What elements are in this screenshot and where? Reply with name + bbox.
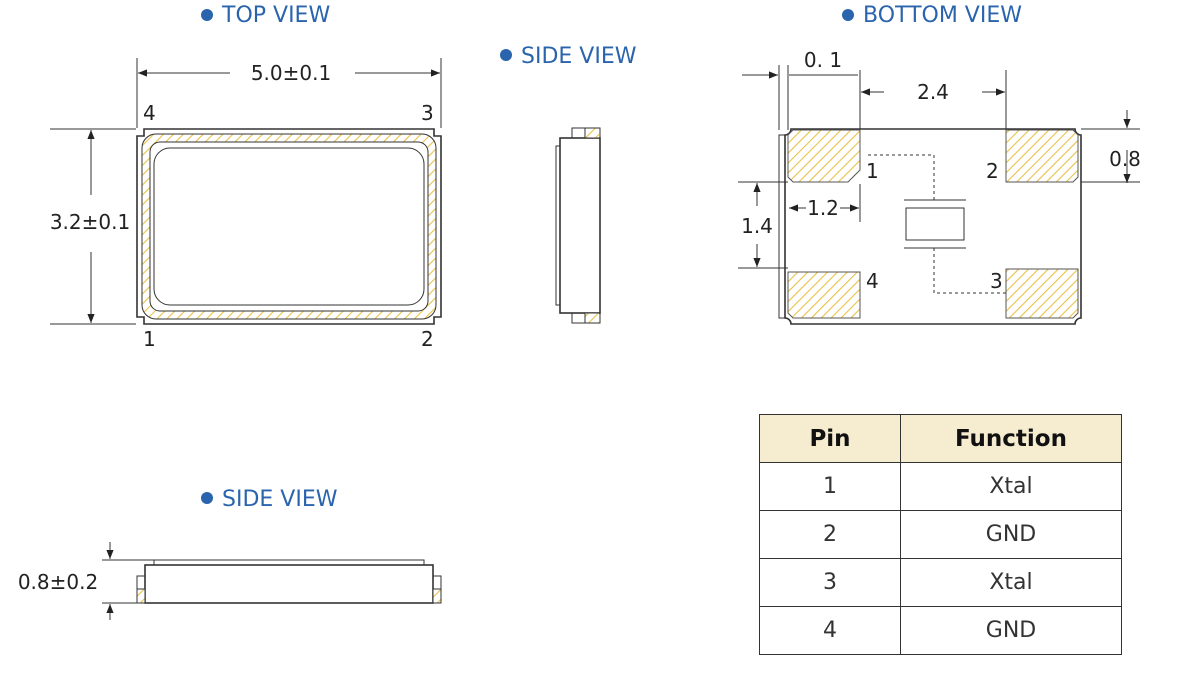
bottom-view-title: BOTTOM VIEW [863, 3, 1022, 28]
column-header-function: Function [900, 414, 1122, 463]
table-row: 3 Xtal [759, 558, 1122, 607]
pin-function-table: Pin Function 1 Xtal 2 GND 3 Xtal 4 GND [759, 414, 1122, 655]
side-view-horizontal: SIDE VIEW 0.8±0.2 [18, 487, 442, 620]
table-row: 2 GND [759, 510, 1122, 559]
side-view-title-lower: SIDE VIEW [222, 487, 338, 512]
top-view: TOP VIEW 5.0±0.1 3.2±0.1 4 3 1 2 [50, 3, 442, 351]
bottom-pin-1-label: 1 [866, 159, 879, 183]
side-view-vertical: SIDE VIEW [500, 44, 637, 324]
bullet-icon [201, 492, 213, 504]
table-cell-function: Xtal [900, 462, 1122, 511]
table-cell-function: GND [900, 510, 1122, 559]
bottom-view: BOTTOM VIEW 0. 1 2.4 0.8 1.4 [738, 3, 1141, 325]
bottom-pad-width-dimension: 1.2 [807, 196, 839, 220]
bottom-pin-2-label: 2 [986, 159, 999, 183]
bottom-pad-height-dimension: 0.8 [1109, 147, 1141, 171]
side-view-title-right: SIDE VIEW [521, 44, 637, 69]
bottom-edge-dimension: 0. 1 [804, 48, 842, 72]
table-cell-function: GND [900, 606, 1122, 655]
table-cell-pin: 4 [759, 606, 901, 655]
table-cell-pin: 2 [759, 510, 901, 559]
top-pin-4-label: 4 [143, 101, 156, 125]
top-width-dimension: 5.0±0.1 [251, 61, 331, 85]
table-row: 4 GND [759, 606, 1122, 655]
bottom-pitch-y-dimension: 1.4 [741, 214, 773, 238]
top-height-dimension: 3.2±0.1 [50, 210, 130, 234]
bottom-pin-3-label: 3 [990, 269, 1003, 293]
top-pin-2-label: 2 [421, 327, 434, 351]
table-row: 1 Xtal [759, 462, 1122, 511]
bullet-icon [201, 9, 213, 21]
bottom-pin-4-label: 4 [866, 269, 879, 293]
column-header-pin: Pin [759, 414, 901, 463]
bottom-pitch-x-dimension: 2.4 [917, 80, 949, 104]
top-pin-3-label: 3 [421, 101, 434, 125]
side-height-dimension: 0.8±0.2 [18, 570, 98, 594]
table-cell-function: Xtal [900, 558, 1122, 607]
table-cell-pin: 3 [759, 558, 901, 607]
top-pin-1-label: 1 [143, 327, 156, 351]
bullet-icon [842, 9, 854, 21]
top-view-title: TOP VIEW [221, 3, 330, 28]
table-cell-pin: 1 [759, 462, 901, 511]
table-header-row: Pin Function [759, 414, 1122, 463]
bullet-icon [500, 49, 512, 61]
